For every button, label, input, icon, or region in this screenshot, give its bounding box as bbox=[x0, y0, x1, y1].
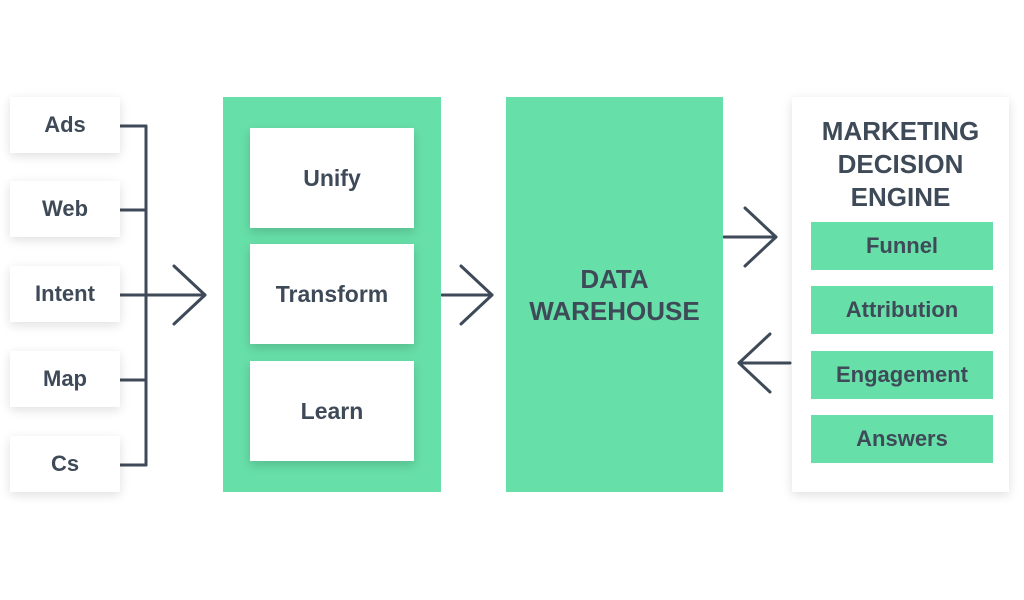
engine-item-label: Funnel bbox=[865, 233, 939, 258]
warehouse-label-line1: DATA bbox=[580, 263, 649, 294]
engine-title: MARKETING DECISION ENGINE bbox=[792, 115, 1009, 214]
source-web: Web bbox=[10, 181, 120, 237]
source-label: Ads bbox=[44, 112, 86, 137]
source-label: Intent bbox=[35, 281, 95, 306]
step-label: Learn bbox=[300, 397, 364, 424]
step-label: Transform bbox=[275, 280, 389, 307]
source-label: Web bbox=[41, 196, 89, 221]
engine-title-line: ENGINE bbox=[850, 182, 951, 212]
step-unify: Unify bbox=[250, 128, 414, 228]
engine-title-line: DECISION bbox=[837, 149, 964, 179]
step-label: Unify bbox=[303, 164, 361, 191]
source-map: Map bbox=[10, 351, 120, 407]
engine-title-line: MARKETING bbox=[821, 116, 980, 146]
engine-item-label: Answers bbox=[856, 426, 948, 451]
data-warehouse-block: DATA WAREHOUSE bbox=[506, 97, 723, 492]
engine-item-funnel: Funnel bbox=[811, 222, 993, 270]
engine-item-answers: Answers bbox=[811, 415, 993, 463]
engine-item-engagement: Engagement bbox=[811, 351, 993, 399]
source-label: Map bbox=[43, 366, 87, 391]
marketing-decision-engine: MARKETING DECISION ENGINE Funnel Attribu… bbox=[792, 97, 1009, 492]
source-intent: Intent bbox=[10, 266, 120, 322]
step-transform: Transform bbox=[250, 244, 414, 344]
step-learn: Learn bbox=[250, 361, 414, 461]
warehouse-label-line2: WAREHOUSE bbox=[529, 295, 700, 326]
engine-item-label: Attribution bbox=[845, 297, 959, 322]
engine-item-attribution: Attribution bbox=[811, 286, 993, 334]
engine-item-label: Engagement bbox=[835, 362, 969, 387]
source-ads: Ads bbox=[10, 97, 120, 153]
source-cs: Cs bbox=[10, 436, 120, 492]
source-label: Cs bbox=[50, 451, 80, 476]
